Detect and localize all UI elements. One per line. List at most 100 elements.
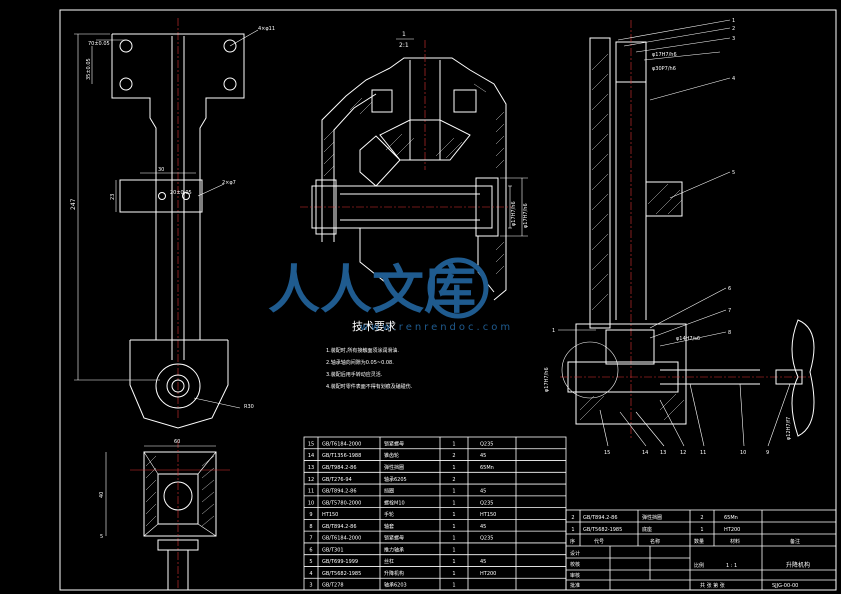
bom-cell-no: 9 [309, 512, 312, 518]
gearbox-hatch [323, 83, 505, 275]
callout-12: 12 [680, 450, 686, 456]
bom-cell-name: 锁紧螺母 [384, 535, 404, 542]
bom-cell-qty: 1 [452, 571, 455, 577]
bom-cell-name: 轴承6203 [384, 582, 407, 589]
bom2-cell-qty: 1 [700, 527, 703, 533]
bom-cell-name: 挡圈 [384, 488, 394, 495]
title-scale-label: 比例 [694, 562, 704, 569]
watermark-text: 人人文库 [268, 261, 476, 321]
dim-35: 35±0.05 [86, 58, 92, 80]
bom-header-name: 名称 [650, 538, 660, 545]
lever-view [74, 18, 259, 429]
fit-label-6: φ12H7/f7 [786, 417, 792, 440]
title-review: 审核 [570, 572, 580, 579]
dim-70: 70±0.05 [88, 41, 110, 47]
lever-section-hatch [145, 455, 215, 527]
bom-cell-mat: HT200 [480, 571, 496, 577]
bom2-cell-code: GB/T894.2-86 [583, 515, 618, 521]
bom-cell-name: 弹性挡圈 [384, 464, 404, 471]
bom-cell-qty: 2 [452, 453, 455, 459]
bom-header-no: 序 [570, 538, 575, 545]
bom2-cell-code: GB/T5682-1985 [583, 527, 622, 533]
bom-cell-name: 手轮 [384, 511, 394, 518]
title-drawing-name: 升降机构 [786, 561, 810, 569]
bom-cell-mat: Q235 [480, 500, 493, 506]
bom-cell-qty: 1 [452, 536, 455, 542]
callout-1: 1 [732, 18, 735, 24]
fit-label-1: φ17H7/h6 [652, 52, 677, 58]
bom2-cell-no: 2 [571, 515, 574, 521]
bom2-cell-mat: 65Mn [724, 515, 738, 521]
fit-label-5: φ17H7/h6 [523, 203, 529, 228]
fit-label-3: φ14H7/s6 [676, 336, 700, 342]
title-scale: 1 : 1 [726, 563, 737, 569]
bom-cell-no: 11 [308, 489, 314, 495]
dim-60: 60 [174, 439, 180, 445]
dim-2x: 2×φ7 [222, 180, 236, 186]
title-design: 设计 [570, 550, 580, 557]
title-drawing-no: SJJG-00-00 [772, 583, 798, 589]
tech-note-1: 1.装配时,所有接触面须涂润滑油. [326, 347, 399, 354]
bom-cell-no: 3 [309, 583, 312, 589]
dim-23: 23 [110, 194, 116, 200]
bom-cell-code: GB/T894.2-86 [322, 489, 357, 495]
bom-cell-qty: 1 [452, 583, 455, 589]
bom-cell-mat: Q235 [480, 536, 493, 542]
fit-label-4: φ17H7/h6 [511, 201, 517, 226]
bom-cell-name: 推力轴承 [384, 546, 404, 553]
tech-note-2: 2.轴承轴向间隙为0.05~0.08. [326, 359, 394, 366]
bom-header-mat: 材料 [730, 538, 740, 545]
bom-cell-no: 6 [309, 547, 312, 553]
bom2-cell-name: 弹性挡圈 [642, 514, 662, 521]
bom-header-qty: 数量 [694, 538, 704, 545]
assembly-hatch [579, 53, 685, 421]
callout-13: 13 [660, 450, 666, 456]
section-scale: 2:1 [399, 42, 409, 49]
callout-4: 4 [732, 76, 735, 82]
bom-cell-qty: 1 [452, 441, 455, 447]
dim-5: 5 [100, 534, 103, 540]
bom-cell-code: GB/T5780-2000 [322, 500, 361, 506]
bom-header-note: 备注 [790, 538, 800, 545]
tech-note-3: 3.装配后用手转动应灵活. [326, 371, 383, 378]
title-block [565, 509, 837, 591]
bom-cell-name: 轴承6205 [384, 476, 407, 483]
callout-9: 9 [766, 450, 769, 456]
bom-cell-no: 14 [308, 453, 314, 459]
callout-14: 14 [642, 450, 648, 456]
callout-3: 3 [732, 36, 735, 42]
bom-cell-code: GB/T894.2-86 [322, 524, 357, 530]
callout-8: 8 [728, 330, 731, 336]
bom-cell-qty: 1 [452, 547, 455, 553]
bom2-cell-qty: 2 [700, 515, 703, 521]
bom-header-code: 代号 [594, 538, 604, 545]
bom-cell-no: 7 [309, 536, 312, 542]
bom-cell-code: GB/T699-1999 [322, 559, 358, 565]
bom-cell-code: GB/T6184-2000 [322, 441, 361, 447]
bom-cell-no: 12 [308, 477, 314, 483]
bom-cell-qty: 1 [452, 512, 455, 518]
callout-1b: 1 [552, 328, 555, 334]
lever-section-view [105, 440, 230, 590]
dim-20: 20±0.05 [170, 190, 192, 196]
dim-4x: 4×φ11 [258, 26, 275, 32]
bom-cell-mat: 65Mn [480, 465, 494, 471]
bom-cell-no: 13 [308, 465, 314, 471]
bom-cell-name: 丝杠 [384, 558, 394, 565]
bom-cell-no: 10 [308, 500, 314, 506]
bom2-cell-name: 底座 [642, 526, 652, 533]
dim-247: 247 [70, 198, 77, 210]
dim-r30: R30 [244, 404, 254, 410]
callout-7: 7 [728, 308, 731, 314]
bom-cell-mat: 45 [480, 559, 486, 565]
dim-40: 40 [99, 492, 105, 498]
bom-cell-code: GB/T301 [322, 547, 344, 553]
assembly-view [558, 19, 815, 447]
bom-cell-code: GB/T6184-2000 [322, 536, 361, 542]
bom-cell-no: 8 [309, 524, 312, 530]
title-approve: 批准 [570, 582, 580, 589]
title-company: 共 张 第 张 [700, 582, 725, 589]
